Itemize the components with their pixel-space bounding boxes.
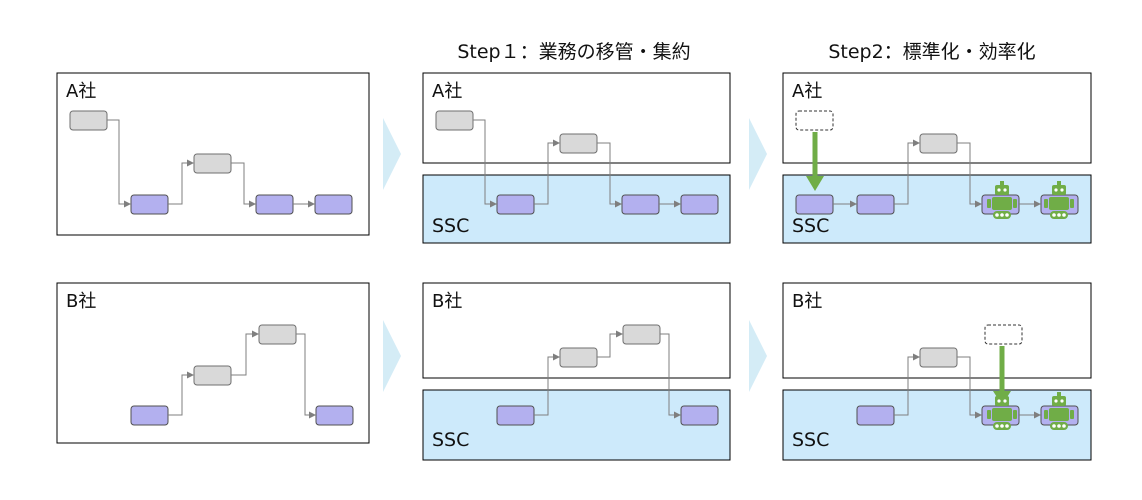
task-box — [496, 405, 535, 426]
ssc-label: SSC — [792, 429, 829, 451]
flow-arrow — [231, 330, 259, 376]
flow-arrow — [534, 353, 560, 416]
task-box — [559, 347, 598, 368]
task-box — [258, 324, 297, 345]
ssc-label: SSC — [432, 429, 469, 451]
removed-task-placeholder — [984, 324, 1023, 345]
company-b-label: B社 — [66, 291, 96, 312]
step2-header: Step2：標準化・効率化 — [828, 41, 1035, 63]
panel-step2-a: A社 SSC — [782, 72, 1092, 244]
company-a-label: A社 — [432, 81, 462, 102]
task-box — [621, 194, 660, 215]
flow-arrow — [957, 142, 982, 208]
flow-arrow — [597, 142, 622, 208]
task-box — [680, 194, 719, 215]
flow-arrow — [107, 119, 131, 208]
task-box — [919, 133, 958, 154]
migration-arrow-head — [806, 176, 824, 191]
step1-header: Step１：業務の移管・集約 — [457, 41, 690, 63]
panel-current-b: B社 — [56, 282, 370, 444]
flow-arrow — [168, 371, 194, 416]
task-box — [795, 194, 834, 215]
task-box — [130, 405, 169, 426]
flow-arrow — [894, 353, 920, 416]
panel-step1-a: A社 SSC — [422, 72, 731, 244]
task-box — [559, 133, 598, 154]
flow-arrow — [597, 330, 623, 358]
flow-arrow — [296, 333, 316, 419]
company-a-label: A社 — [792, 81, 822, 102]
flow-arrow — [660, 333, 681, 419]
task-box — [255, 194, 294, 215]
flow-arrow — [473, 119, 497, 208]
task-box — [496, 194, 535, 215]
flow-arrow — [957, 356, 982, 419]
step-chevron-icon — [383, 118, 401, 190]
step-chevron-icon — [749, 320, 767, 392]
task-box — [69, 110, 108, 131]
task-box — [193, 153, 232, 174]
company-a-label: A社 — [66, 81, 96, 102]
flow-arrow — [894, 139, 920, 205]
company-b-label: B社 — [792, 291, 822, 312]
task-box — [919, 347, 958, 368]
task-box — [680, 405, 719, 426]
panel-step2-b: B社 SSC — [782, 282, 1092, 461]
company-b-label: B社 — [432, 291, 462, 312]
task-box — [435, 110, 474, 131]
flow-arrow — [534, 139, 560, 205]
task-box — [856, 405, 895, 426]
ssc-label: SSC — [792, 215, 829, 237]
removed-task-placeholder — [795, 110, 834, 131]
task-box — [856, 194, 895, 215]
task-box — [193, 365, 232, 386]
panel-step1-b: B社 SSC — [422, 282, 731, 461]
task-box — [315, 405, 354, 426]
task-box — [622, 324, 661, 345]
flow-arrow — [231, 162, 256, 208]
step-chevron-icon — [383, 320, 401, 392]
ssc-label: SSC — [432, 215, 469, 237]
task-box — [130, 194, 169, 215]
flow-arrow — [168, 159, 194, 205]
panel-current-a: A社 — [56, 72, 370, 236]
task-box — [314, 194, 353, 215]
step-chevron-icon — [749, 118, 767, 190]
